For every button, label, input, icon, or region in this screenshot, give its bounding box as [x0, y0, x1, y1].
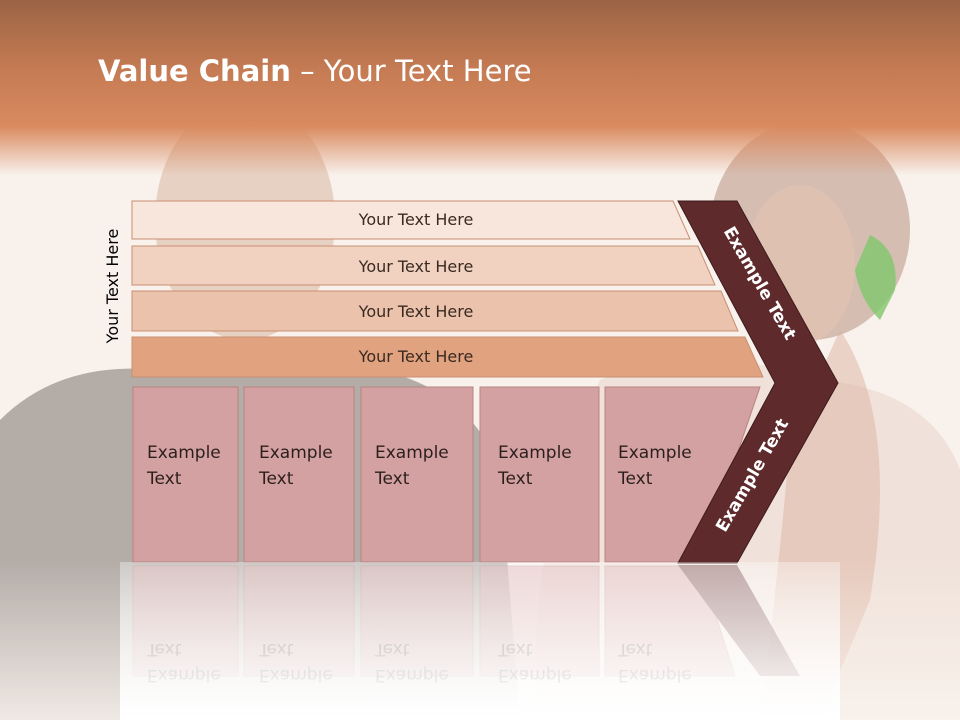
title-rest: – Your Text Here — [290, 54, 532, 88]
bar-4: Your Text Here — [131, 336, 764, 378]
reflection-fade — [120, 562, 840, 720]
box-3: Example Text — [360, 386, 474, 563]
box-1-line1: Example — [147, 443, 221, 463]
bar-4-label: Your Text Here — [358, 347, 474, 366]
slide-title: Value Chain – Your Text Here — [98, 54, 532, 88]
bar-2-label: Your Text Here — [358, 257, 474, 276]
header-band — [0, 0, 960, 175]
bar-1: Your Text Here — [131, 200, 691, 240]
box-3-line2: Text — [374, 469, 410, 489]
box-1-line2: Text — [146, 469, 182, 489]
box-4-line1: Example — [498, 443, 572, 463]
box-3-line1: Example — [375, 443, 449, 463]
box-2-line1: Example — [259, 443, 333, 463]
box-1: Example Text — [132, 386, 239, 563]
box-2-line2: Text — [258, 469, 294, 489]
title-bold: Value Chain — [98, 54, 291, 88]
box-5-line2: Text — [617, 469, 653, 489]
box-5-line1: Example — [618, 443, 692, 463]
bar-1-label: Your Text Here — [358, 210, 474, 229]
box-4-line2: Text — [497, 469, 533, 489]
box-2: Example Text — [243, 386, 355, 563]
box-4: Example Text — [479, 386, 600, 563]
bar-3-label: Your Text Here — [358, 302, 474, 321]
bar-2: Your Text Here — [131, 245, 716, 286]
bar-3: Your Text Here — [131, 290, 739, 332]
